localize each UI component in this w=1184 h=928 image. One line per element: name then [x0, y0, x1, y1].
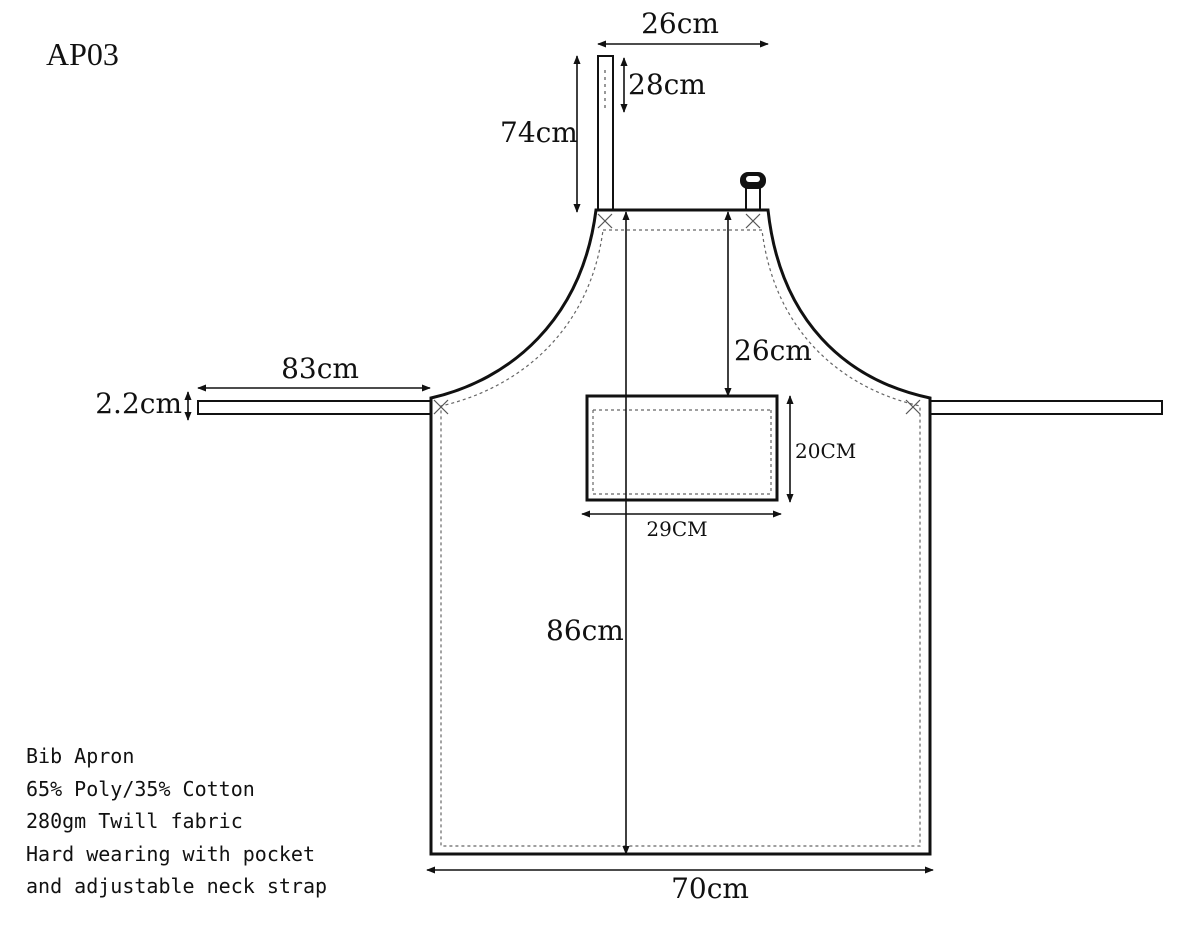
strap-buckle-highlight — [746, 176, 760, 182]
label-pocket-height: 20CM — [795, 439, 856, 463]
description-line: Hard wearing with pocket — [26, 841, 315, 866]
description-line: 280gm Twill fabric — [26, 809, 243, 833]
label-pocket-width: 29CM — [646, 517, 707, 541]
model-code-title: AP03 — [46, 36, 119, 72]
description-line: Bib Apron — [26, 744, 135, 768]
label-neck-strap-width: 26cm — [641, 7, 719, 40]
left-waist-tie — [197, 400, 435, 415]
apron-stitching — [440, 229, 921, 847]
product-description: Bib Apron 65% Poly/35% Cotton 280gm Twil… — [26, 740, 327, 903]
label-neck-strap-adjust: 28cm — [628, 68, 706, 101]
label-waist-tie-width: 2.2cm — [95, 387, 182, 420]
label-neck-strap-length: 74cm — [500, 116, 578, 149]
label-apron-width: 70cm — [671, 872, 749, 905]
description-line: and adjustable neck strap — [26, 874, 328, 898]
label-bib-to-pocket: 26cm — [734, 334, 812, 367]
right-waist-tie — [929, 400, 1163, 415]
strap-loop — [745, 185, 761, 211]
apron-body — [429, 208, 932, 856]
label-apron-length: 86cm — [546, 614, 624, 647]
front-pocket — [585, 394, 779, 502]
label-waist-tie-length: 83cm — [281, 352, 359, 385]
bartack-marks — [433, 213, 921, 415]
description-line: 65% Poly/35% Cotton — [26, 776, 255, 801]
